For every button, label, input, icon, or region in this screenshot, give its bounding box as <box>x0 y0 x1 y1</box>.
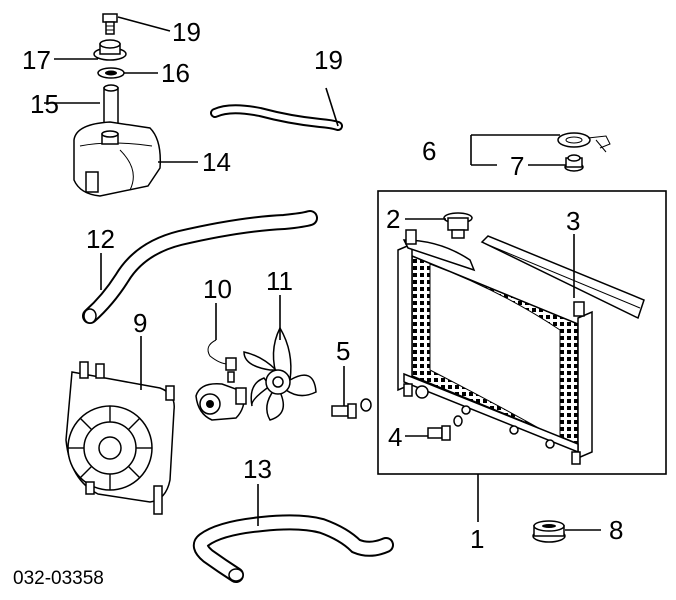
callout-7: 7 <box>510 151 524 181</box>
overflow-hose-part-19 <box>210 104 343 131</box>
diagram-code: 032-03358 <box>13 568 104 589</box>
callout-14: 14 <box>202 147 231 177</box>
callout-10: 10 <box>203 274 232 304</box>
callout-5: 5 <box>336 336 350 366</box>
callout-17: 17 <box>22 45 51 75</box>
callout-1: 1 <box>470 524 484 554</box>
grommet-part-8 <box>532 520 566 543</box>
washer-part-16 <box>97 67 125 79</box>
radiator-assembly-frame <box>377 190 667 475</box>
leader-lines <box>44 16 601 531</box>
reserve-tank-part-14 <box>73 121 162 197</box>
callout-11: 11 <box>266 266 293 296</box>
callout-13: 13 <box>243 454 272 484</box>
lower-hose-part-13 <box>192 514 394 583</box>
callout-18: 19 <box>172 17 201 47</box>
callout-12: 12 <box>86 224 115 254</box>
radiator-core <box>397 229 593 465</box>
callout-3: 3 <box>566 206 580 236</box>
radiator-cap-part-2 <box>443 212 473 239</box>
callout-16: 16 <box>161 58 190 88</box>
callout-4: 4 <box>388 422 402 452</box>
drain-plug-part-4 <box>427 415 463 441</box>
seal-strip-part-3 <box>480 235 645 320</box>
callout-6: 6 <box>422 136 436 166</box>
upper-hose-part-12 <box>82 210 318 324</box>
callout-8: 8 <box>609 515 623 545</box>
clip-part-6 <box>557 132 611 153</box>
callout-2: 2 <box>386 204 400 234</box>
callout-19: 19 <box>314 45 343 75</box>
fan-shroud-part-9 <box>65 361 175 515</box>
drain-bolt-part-5 <box>331 398 372 419</box>
cap-part-7 <box>564 154 584 172</box>
callout-15: 15 <box>30 89 59 119</box>
fan-motor-part-10 <box>195 339 247 421</box>
fan-blade-part-11 <box>243 326 317 421</box>
cushion-part-17 <box>93 39 127 61</box>
callout-9: 9 <box>133 308 147 338</box>
collar-part-15 <box>103 84 119 127</box>
bolt-part-18 <box>102 13 118 35</box>
